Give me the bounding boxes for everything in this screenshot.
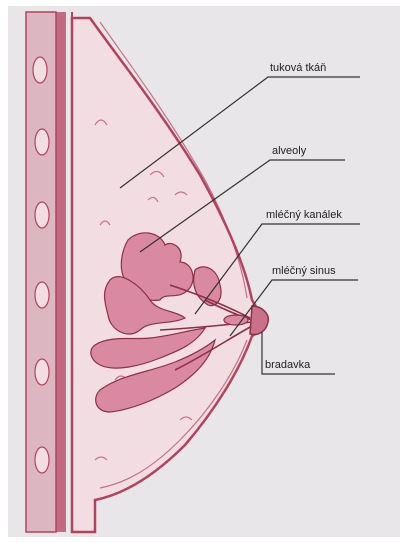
label-nipple: bradavka bbox=[265, 359, 311, 371]
rib-shape bbox=[35, 447, 49, 473]
rib-shape bbox=[35, 282, 49, 308]
chest-wall bbox=[26, 12, 72, 532]
label-alveoli: alveoly bbox=[272, 145, 307, 157]
muscle-band bbox=[56, 12, 66, 532]
rib-shape bbox=[35, 359, 49, 385]
rib-shape bbox=[35, 129, 49, 155]
rib-shape bbox=[35, 202, 49, 228]
label-fat-tissue: tuková tkáň bbox=[270, 62, 326, 74]
rib-shape bbox=[33, 57, 47, 83]
label-milk-sinus: mléčný sinus bbox=[272, 265, 336, 277]
label-milk-duct: mléčný kanálek bbox=[266, 209, 342, 221]
